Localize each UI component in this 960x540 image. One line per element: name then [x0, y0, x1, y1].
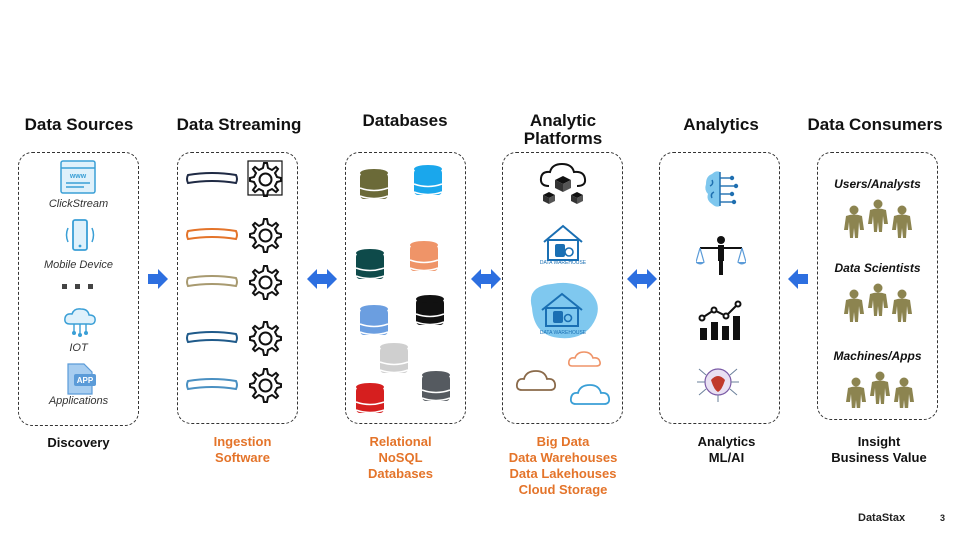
machines-apps-icon: [846, 372, 914, 409]
cloud-brown-icon: [515, 370, 557, 391]
streaming-caption-line1: Ingestion: [213, 434, 272, 449]
iot-cloud-icon: [64, 308, 96, 337]
consumer-label-users: Users/Analysts: [834, 177, 921, 191]
double-arrow-icon-1: [307, 269, 337, 289]
sources-caption: Discovery: [18, 435, 139, 451]
double-arrow-icon-2: [471, 269, 501, 289]
users-analysts-icon: [844, 200, 912, 239]
platforms-caption-line3: Data Lakehouses: [509, 466, 617, 481]
data-lakehouse-icon: [530, 282, 598, 339]
db-teal: [356, 249, 384, 279]
stream-queue-5: [186, 378, 238, 391]
stream-queue-1: [186, 172, 238, 185]
footer-brand: DataStax: [858, 512, 906, 524]
cloud-orange-icon: [568, 351, 601, 367]
source-label-mobile: Mobile Device: [43, 259, 114, 271]
db-olive: [360, 169, 388, 199]
analytic-platforms-title-line2: Platforms: [523, 129, 603, 148]
consumer-label-machines: Machines/Apps: [833, 349, 922, 363]
streaming-title: Data Streaming: [176, 115, 302, 134]
databases-caption-line2: NoSQL: [378, 450, 423, 465]
databases-caption-line1: Relational: [369, 434, 432, 449]
source-label-applications: Applications: [48, 395, 109, 407]
analytic-platforms-title-line1: Analytic: [529, 111, 597, 130]
consumers-caption-line2: Business Value: [831, 450, 927, 465]
svg-text:www: www: [69, 173, 87, 180]
source-label-iot: IOT: [69, 342, 88, 354]
db-sky: [414, 165, 442, 195]
double-arrow-icon-3: [627, 269, 657, 289]
analytics-panel: [659, 152, 780, 424]
databases-caption: Relational NoSQL Databases: [340, 434, 461, 482]
growth-chart-icon: [698, 300, 742, 340]
consumers-title: Data Consumers: [807, 115, 943, 134]
mobile-device-icon: [65, 219, 95, 251]
streaming-caption-line2: Software: [215, 450, 270, 465]
cloud-blue-icon: [569, 384, 611, 405]
db-black: [416, 295, 444, 325]
sources-caption-line1: Discovery: [47, 435, 110, 450]
data-warehouse-icon: [543, 224, 583, 261]
page-number: 3: [940, 513, 946, 523]
consumers-panel: [817, 152, 938, 420]
consumers-caption: Insight Business Value: [814, 434, 944, 466]
analytic-platforms-title: Analytic Platforms: [498, 112, 628, 148]
db-darkgray: [422, 371, 450, 401]
cloud-storage-icon: [515, 351, 611, 405]
left-arrow-icon: [788, 269, 808, 289]
analytics-caption-line1: Analytics: [697, 434, 756, 449]
consumer-people-graphic: [840, 192, 916, 408]
consumer-label-scientists: Data Scientists: [834, 261, 921, 275]
ai-circuit-face-icon: [697, 368, 739, 402]
analytic-platforms-caption: Big Data Data Warehouses Data Lakehouses…: [493, 434, 633, 498]
streaming-caption: Ingestion Software: [177, 434, 308, 466]
sources-panel: [18, 152, 139, 426]
analytic-platforms-panel: [502, 152, 623, 424]
source-label-clickstream: ClickStream: [48, 198, 109, 210]
right-arrow-icon: [148, 269, 168, 289]
ai-brain-icon: [705, 171, 739, 207]
warehouse-label-2: DATA WAREHOUSE: [539, 330, 587, 336]
consumers-caption-line1: Insight: [857, 434, 901, 449]
stream-queue-2: [186, 228, 238, 241]
analytics-caption-line2: ML/AI: [708, 450, 745, 465]
platforms-caption-line4: Cloud Storage: [518, 482, 608, 497]
databases-title: Databases: [362, 111, 448, 130]
streaming-graphic: [186, 160, 283, 403]
db-red: [356, 383, 384, 413]
platforms-caption-line2: Data Warehouses: [508, 450, 618, 465]
data-scientists-icon: [844, 284, 912, 323]
databases-panel: [345, 152, 466, 424]
analytics-caption: Analytics ML/AI: [666, 434, 787, 466]
warehouse-label-1: DATA WAREHOUSE: [539, 260, 587, 266]
application-file-icon: APP: [67, 363, 96, 395]
balance-scale-icon: [696, 236, 746, 275]
db-lightgray: [380, 343, 408, 373]
ellipsis-icon: [62, 284, 93, 289]
db-salmon: [410, 241, 438, 271]
stream-queue-3: [186, 275, 238, 288]
stream-queue-4: [186, 331, 238, 344]
sources-title: Data Sources: [24, 115, 134, 134]
analytics-title: Analytics: [683, 115, 759, 134]
clickstream-icon: www: [60, 160, 96, 194]
database-cylinders: [355, 165, 451, 414]
platforms-caption-line1: Big Data: [536, 434, 590, 449]
big-data-cloud-icon: [539, 162, 587, 204]
streaming-panel: [177, 152, 298, 424]
svg-text:APP: APP: [77, 376, 94, 385]
db-blue: [360, 305, 388, 335]
databases-caption-line3: Databases: [367, 466, 434, 481]
